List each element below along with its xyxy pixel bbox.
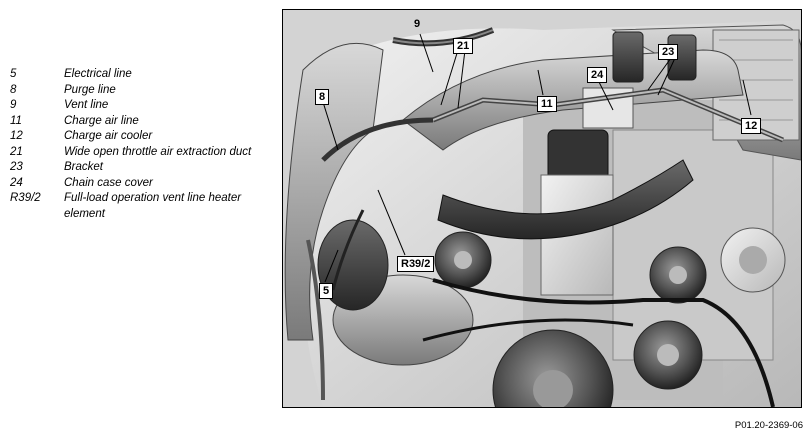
engine-drawing bbox=[283, 10, 801, 407]
legend-number: R39/2 bbox=[10, 192, 41, 204]
legend-row: 9 Vent line bbox=[10, 98, 275, 114]
callout-11: 11 bbox=[537, 96, 557, 112]
legend-number: 8 bbox=[10, 83, 17, 96]
legend: 5 Electrical line 8 Purge line 9 Vent li… bbox=[10, 67, 275, 222]
callout-5: 5 bbox=[319, 283, 334, 299]
legend-number: 23 bbox=[10, 161, 23, 173]
callout-r39-2: R39/2 bbox=[397, 256, 435, 272]
legend-number: 5 bbox=[10, 68, 17, 80]
legend-description: Charge air line bbox=[64, 114, 139, 127]
legend-row: 11 Charge air line bbox=[10, 114, 275, 130]
callout-21: 21 bbox=[453, 38, 474, 54]
callout-8: 8 bbox=[315, 89, 330, 105]
engine-illustration: 9 21 23 8 24 11 12 R39/2 5 bbox=[282, 9, 802, 408]
legend-description: Purge line bbox=[64, 83, 116, 96]
legend-row: 12 Charge air cooler bbox=[10, 129, 275, 145]
legend-row: 23 Bracket bbox=[10, 160, 275, 176]
legend-description: Full-load operation vent line heater ele… bbox=[64, 192, 242, 220]
legend-description: Chain case cover bbox=[64, 176, 153, 189]
figure-reference: P01.20-2369-06 bbox=[734, 420, 803, 431]
legend-description: Wide open throttle air extraction duct bbox=[64, 145, 252, 158]
callout-12: 12 bbox=[741, 118, 762, 134]
legend-number: 24 bbox=[10, 176, 23, 189]
legend-number: 9 bbox=[10, 99, 17, 111]
legend-row: 24 Chain case cover bbox=[10, 176, 275, 192]
legend-row: R39/2 Full-load operation vent line heat… bbox=[10, 191, 275, 222]
legend-row: 5 Electrical line bbox=[10, 67, 275, 83]
legend-description: Vent line bbox=[64, 99, 109, 111]
legend-description: Electrical line bbox=[64, 68, 132, 80]
callout-24: 24 bbox=[587, 67, 608, 83]
legend-number: 11 bbox=[10, 114, 22, 127]
callout-23: 23 bbox=[658, 44, 679, 60]
callout-9: 9 bbox=[414, 18, 421, 30]
legend-number: 12 bbox=[10, 130, 23, 142]
legend-row: 21 Wide open throttle air extraction duc… bbox=[10, 145, 275, 161]
legend-number: 21 bbox=[10, 145, 23, 158]
legend-description: Bracket bbox=[64, 161, 103, 173]
legend-description: Charge air cooler bbox=[64, 130, 153, 142]
legend-row: 8 Purge line bbox=[10, 83, 275, 99]
